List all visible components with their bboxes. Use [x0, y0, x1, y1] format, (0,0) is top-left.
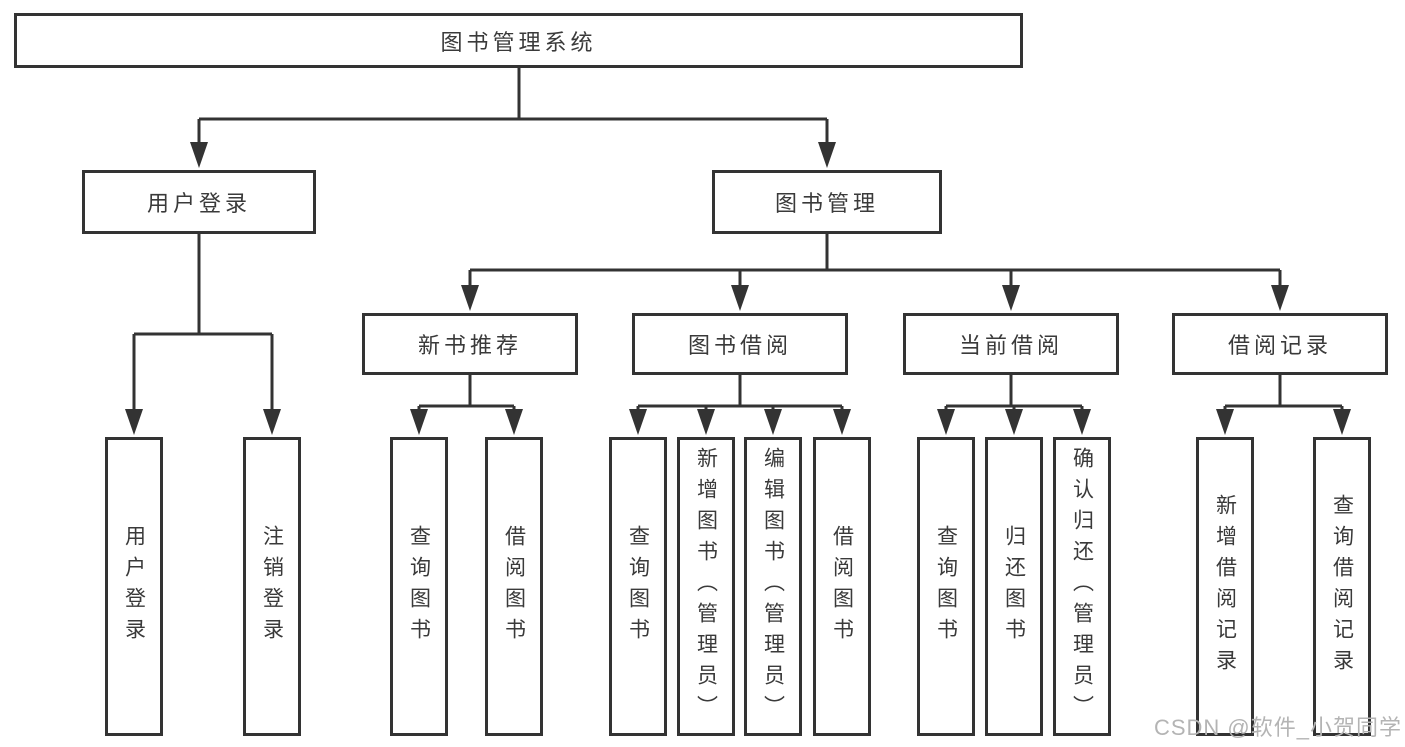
node-book-management: 图书管理 [712, 170, 942, 234]
node-new-book-recommendation: 新书推荐 [362, 313, 578, 375]
leaf-add-borrow-record-label: 新增借阅记录 [1213, 493, 1237, 680]
leaf-borrow-books-recommend: 借阅图书 [485, 437, 543, 736]
node-new-book-recommendation-label: 新书推荐 [417, 333, 522, 358]
leaf-user-login: 用户登录 [105, 437, 163, 736]
leaf-borrow-books-label: 借阅图书 [830, 524, 854, 649]
node-library-system: 图书管理系统 [14, 13, 1023, 68]
node-book-borrowing: 图书借阅 [632, 313, 848, 375]
node-current-borrowing-label: 当前借阅 [958, 333, 1063, 358]
watermark: CSDN @软件_小贺同学 [1153, 715, 1402, 740]
node-book-borrowing-label: 图书借阅 [687, 333, 792, 358]
leaf-edit-books-admin-label: 编辑图书（管理员） [761, 447, 785, 726]
leaf-return-books: 归还图书 [985, 437, 1043, 736]
node-library-system-label: 图书管理系统 [440, 29, 597, 55]
leaf-add-books-admin-label: 新增图书（管理员） [694, 447, 718, 726]
connector-strokes [132, 68, 1344, 413]
arrowheads [125, 142, 1351, 435]
leaf-logout-label: 注销登录 [260, 524, 284, 649]
leaf-add-books-admin: 新增图书（管理员） [677, 437, 735, 736]
node-borrowing-records-label: 借阅记录 [1227, 333, 1332, 358]
leaf-query-books-current-label: 查询图书 [934, 524, 958, 649]
leaf-query-books-current: 查询图书 [917, 437, 975, 736]
leaf-edit-books-admin: 编辑图书（管理员） [744, 437, 802, 736]
leaf-confirm-return-admin-label: 确认归还（管理员） [1070, 447, 1094, 726]
leaf-borrow-books: 借阅图书 [813, 437, 871, 736]
leaf-borrow-books-recommend-label: 借阅图书 [502, 524, 526, 649]
node-book-management-label: 图书管理 [774, 191, 879, 216]
node-user-login-label: 用户登录 [146, 191, 251, 216]
node-borrowing-records: 借阅记录 [1172, 313, 1388, 375]
leaf-query-borrow-record: 查询借阅记录 [1313, 437, 1371, 736]
leaf-return-books-label: 归还图书 [1002, 524, 1026, 649]
leaf-query-books-recommend-label: 查询图书 [407, 524, 431, 649]
leaf-confirm-return-admin: 确认归还（管理员） [1053, 437, 1111, 736]
leaf-add-borrow-record: 新增借阅记录 [1196, 437, 1254, 736]
node-user-login: 用户登录 [82, 170, 316, 234]
node-current-borrowing: 当前借阅 [903, 313, 1119, 375]
leaf-user-login-label: 用户登录 [122, 524, 146, 649]
leaf-query-books-borrow-label: 查询图书 [626, 524, 650, 649]
leaf-logout: 注销登录 [243, 437, 301, 736]
leaf-query-books-recommend: 查询图书 [390, 437, 448, 736]
leaf-query-books-borrow: 查询图书 [609, 437, 667, 736]
leaf-query-borrow-record-label: 查询借阅记录 [1330, 493, 1354, 680]
